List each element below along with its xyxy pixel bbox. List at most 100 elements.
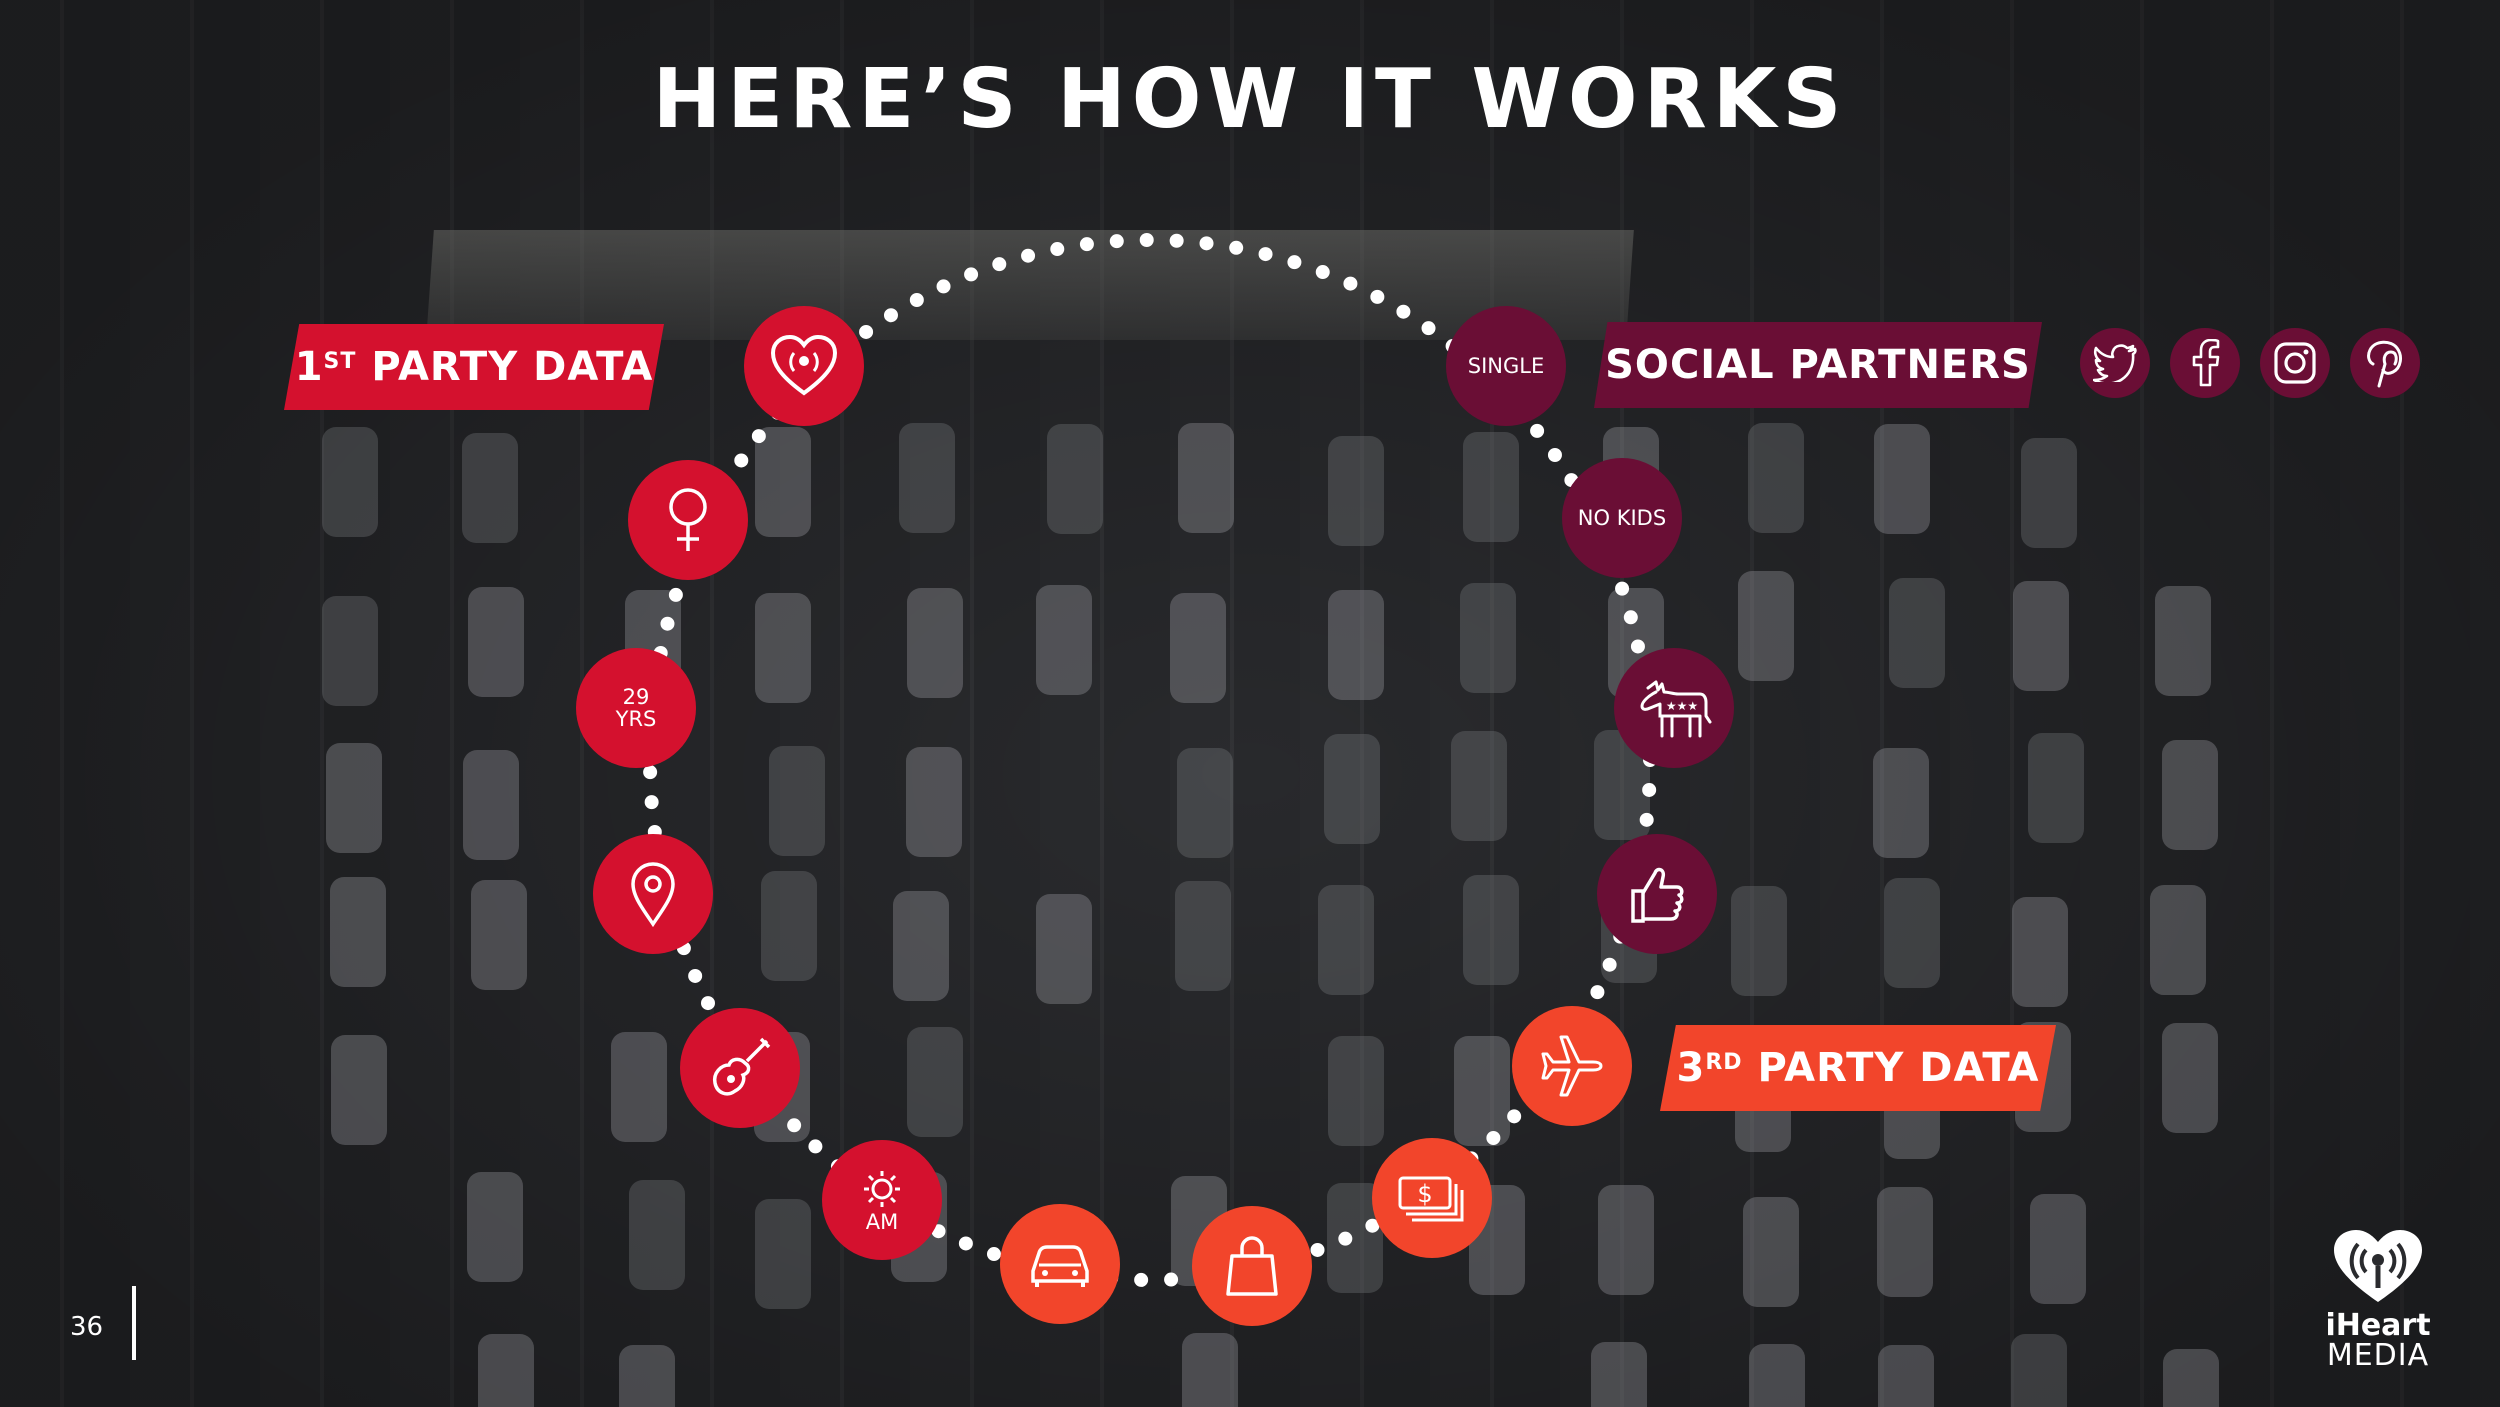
background-car [1463, 431, 1520, 542]
iheartmedia-logo: iHeart MEDIA [2318, 1226, 2438, 1371]
background-car [755, 427, 812, 538]
background-car [1178, 423, 1235, 534]
facebook-icon [2192, 339, 2220, 387]
background-car [325, 743, 382, 854]
background-car [1323, 733, 1380, 844]
twitter-icon [2093, 344, 2137, 382]
background-car [629, 1179, 686, 1290]
logo-line-2: MEDIA [2326, 1338, 2430, 1373]
background-car [1598, 1185, 1655, 1296]
page-number-divider [132, 1286, 136, 1360]
no-kids-node[interactable]: NO KIDS [1562, 458, 1682, 578]
background-car [467, 1172, 523, 1283]
background-car [1046, 424, 1103, 535]
time-label: AM [865, 1210, 899, 1234]
background-car [322, 427, 379, 538]
background-car [2162, 1022, 2219, 1133]
finance-node[interactable]: $ [1372, 1138, 1492, 1258]
background-car [477, 1334, 534, 1407]
background-car [1182, 1333, 1238, 1407]
first-party-label: PARTY DATA [371, 344, 654, 390]
background-car [2154, 585, 2211, 696]
background-car [2029, 1194, 2086, 1305]
single-node[interactable]: SINGLE [1446, 306, 1566, 426]
shopping-node[interactable] [1192, 1206, 1312, 1326]
background-car [1748, 1344, 1805, 1407]
background-car [321, 596, 378, 707]
location-node[interactable] [593, 834, 713, 954]
iheart-logo-icon [2334, 1230, 2422, 1302]
background-car [1035, 893, 1092, 1004]
page-number: 36 [70, 1312, 104, 1342]
facebook-button[interactable] [2170, 328, 2240, 398]
background-car [1328, 1036, 1385, 1147]
background-car [1454, 1035, 1510, 1146]
background-car [462, 433, 519, 544]
single-label: SINGLE [1467, 354, 1545, 378]
background-car [470, 879, 527, 990]
background-car [1876, 1186, 1933, 1297]
background-car [1591, 1342, 1648, 1407]
background-car [755, 592, 812, 703]
background-car [2020, 438, 2077, 549]
instagram-icon [2274, 342, 2316, 384]
pinterest-button[interactable] [2350, 328, 2420, 398]
guitar-icon [712, 1037, 771, 1096]
background-car [907, 1026, 964, 1137]
background-car [1035, 584, 1092, 695]
car-icon [1031, 1245, 1089, 1287]
background-car [1742, 1196, 1799, 1307]
background-car [329, 877, 386, 988]
iheart-icon [770, 335, 838, 396]
background-car [468, 586, 525, 697]
background-car [768, 745, 825, 856]
background-car [761, 870, 818, 981]
first-party-ordinal: 1 [294, 344, 324, 390]
background-car [1451, 731, 1508, 842]
music-node[interactable] [680, 1008, 800, 1128]
politics-node[interactable]: ★★★ [1614, 648, 1734, 768]
background-car [1327, 589, 1384, 700]
background-car [610, 1032, 667, 1143]
auto-node[interactable] [1000, 1204, 1120, 1324]
background-car [1884, 878, 1941, 989]
pinterest-icon [2367, 340, 2402, 388]
iheart-node[interactable] [744, 306, 864, 426]
age-node[interactable]: 29 YRS [576, 648, 696, 768]
third-party-label: PARTY DATA [1757, 1045, 2040, 1091]
likes-node[interactable] [1597, 834, 1717, 954]
social-partners-label: SOCIAL PARTNERS [1605, 342, 2031, 388]
svg-text:$: $ [1417, 1180, 1432, 1208]
background-car [1175, 880, 1232, 991]
donkey-icon: ★★★ [1640, 680, 1712, 738]
background-car [2012, 581, 2069, 692]
background-car [1737, 570, 1794, 681]
third-party-ordinal: 3 [1676, 1045, 1706, 1091]
no-kids-label: NO KIDS [1577, 506, 1667, 530]
background-car [1463, 874, 1520, 985]
sun-icon [864, 1171, 900, 1207]
page-title: HERE’S HOW IT WORKS [652, 52, 1848, 147]
travel-node[interactable] [1512, 1006, 1632, 1126]
background-car [1748, 423, 1804, 534]
instagram-button[interactable] [2260, 328, 2330, 398]
location-pin-icon [631, 862, 675, 928]
background-car [331, 1034, 388, 1145]
background-car [1889, 578, 1946, 689]
thumbs-up-icon [1631, 867, 1684, 923]
twitter-button[interactable] [2080, 328, 2150, 398]
background-car [898, 422, 955, 533]
time-of-day-node[interactable]: AM [822, 1140, 942, 1260]
background-car [618, 1345, 675, 1407]
background-car [1170, 592, 1227, 703]
shopping-bag-icon [1226, 1236, 1278, 1296]
background-car [1877, 1344, 1934, 1407]
background-car [893, 891, 950, 1002]
third-party-suffix: RD [1705, 1049, 1743, 1075]
gender-node[interactable] [628, 460, 748, 580]
airplane-icon [1541, 1035, 1603, 1097]
background-car [1318, 884, 1375, 995]
money-icon: $ [1398, 1176, 1464, 1222]
